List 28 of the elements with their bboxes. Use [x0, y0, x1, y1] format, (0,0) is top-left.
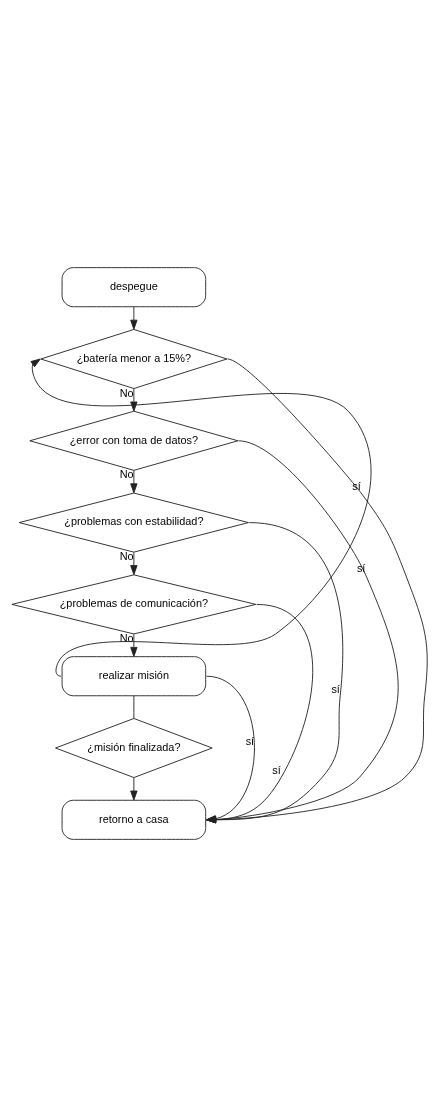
arrow: [130, 469, 138, 493]
arrow: [130, 776, 138, 801]
arrow: [130, 387, 138, 411]
node-diamond: ¿batería menor a 15%?: [40, 328, 228, 389]
node-diamond: ¿problemas de comunicación?: [11, 573, 257, 634]
arrow: [30, 358, 372, 677]
edge-label: No: [119, 631, 134, 644]
node-box: despegue: [61, 266, 207, 307]
arrow: [206, 521, 344, 823]
edge-label: sí: [352, 479, 361, 492]
node-diamond: ¿misión finalizada?: [55, 717, 213, 778]
edge-label: sí: [356, 561, 366, 574]
arrow: [206, 439, 399, 823]
arrow: [130, 305, 138, 330]
edge-label: No: [119, 386, 134, 399]
node-box: retorno a casa: [61, 799, 207, 840]
arrow: [206, 675, 255, 822]
arrow: [206, 358, 428, 823]
node-box: realizar misión: [61, 655, 207, 696]
edge-label: sí: [331, 682, 340, 695]
arrow: [206, 603, 314, 823]
edge-label: sí: [272, 763, 281, 776]
edge-label: sí: [245, 734, 255, 747]
node-diamond: ¿error con toma de datos?: [29, 410, 239, 471]
arrow: [130, 633, 138, 657]
node-diamond: ¿problemas con estabilidad?: [18, 492, 249, 553]
arrow: [130, 551, 138, 575]
connector: [133, 694, 135, 719]
